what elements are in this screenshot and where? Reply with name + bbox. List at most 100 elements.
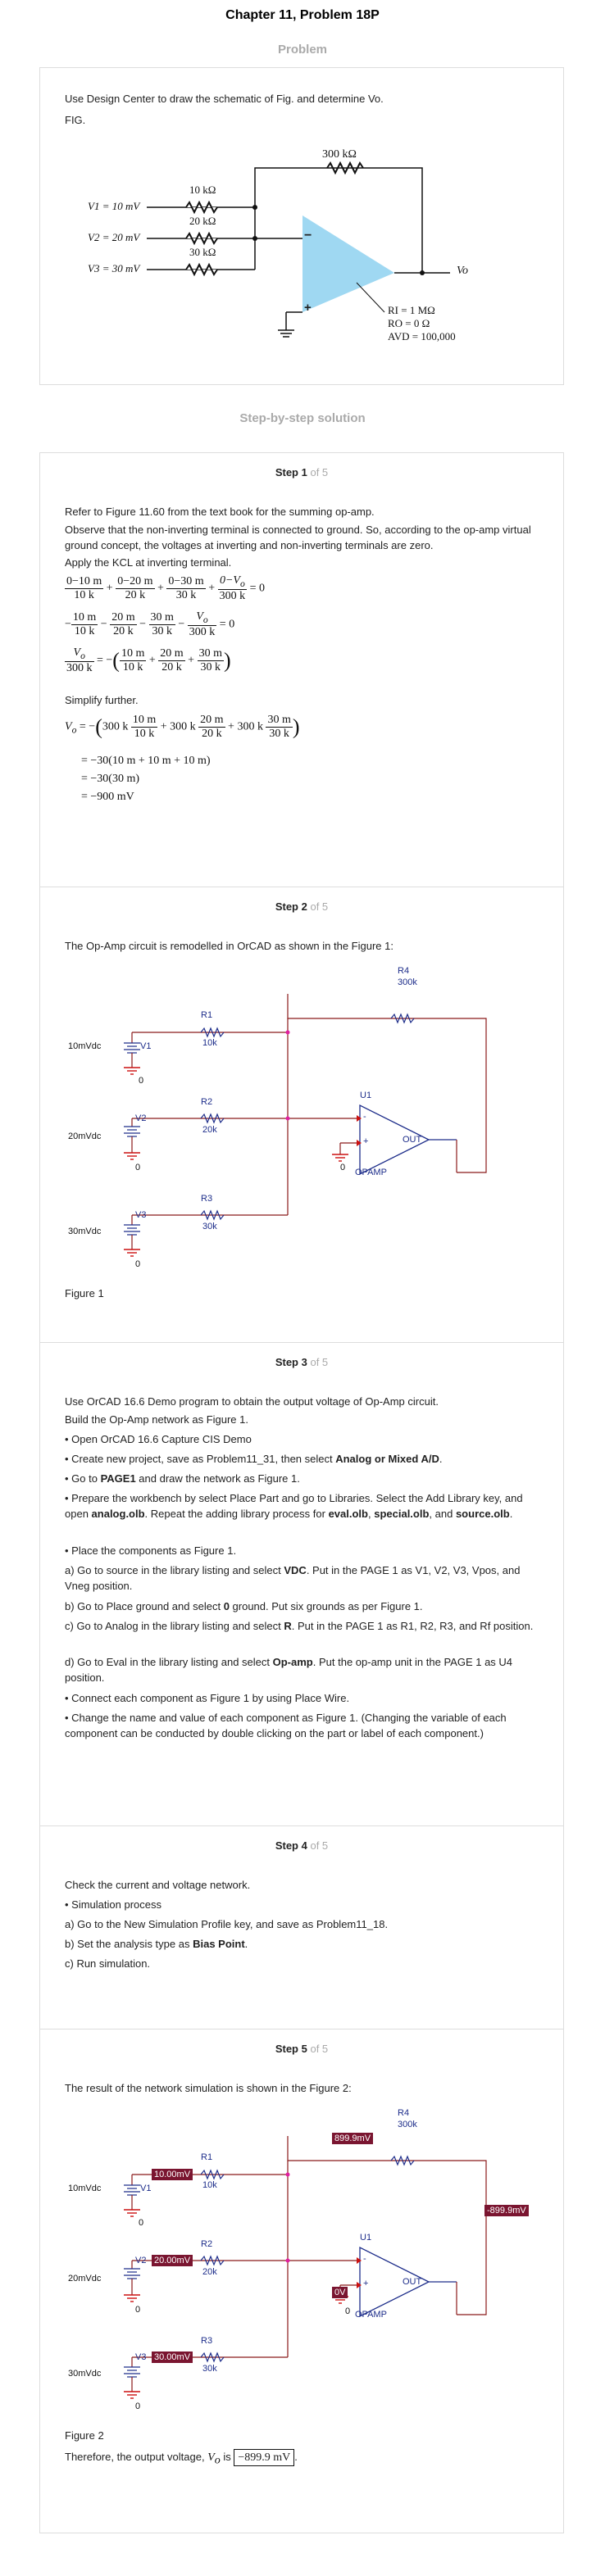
- equation-6: = −30(30 m): [81, 773, 140, 785]
- u1-name: U1: [360, 1091, 372, 1100]
- step-3-title: Step 3 of 5: [275, 1356, 329, 1368]
- plus-pin-2: +: [363, 2279, 369, 2288]
- orcad-figure-2: R4 300k R1 10k R2 20k R3 30k U1 OUT OPAM…: [40, 2095, 563, 2423]
- vo-label: Vo: [457, 265, 468, 277]
- r1-value: 10k: [202, 1038, 217, 1048]
- step-3: Step 3 of 5 Use OrCAD 16.6 Demo program …: [40, 1343, 563, 1826]
- step-5-title: Step 5 of 5: [275, 2043, 329, 2055]
- r4-value-2: 300k: [398, 2120, 417, 2129]
- step-1-p1: Refer to Figure 11.60 from the text book…: [65, 506, 375, 518]
- step-4: Step 4 of 5 Check the current and voltag…: [40, 1826, 563, 2030]
- step-3-a: a) Go to source in the library listing a…: [65, 1564, 521, 1592]
- sim-voltage-v1: 10.00mV: [152, 2169, 193, 2180]
- final-answer-line: Therefore, the output voltage, Vo is −89…: [65, 2449, 298, 2467]
- out-label: OUT: [403, 1135, 422, 1145]
- r1-name: R1: [201, 1010, 213, 1020]
- gnd-label-opamp: 0: [340, 1163, 346, 1172]
- avd-label: AVD = 100,000: [388, 330, 456, 342]
- step-2-title: Step 2 of 5: [275, 900, 329, 913]
- v2-name-2: V2: [135, 2256, 147, 2265]
- v3-value-2: 30mVdc: [68, 2369, 102, 2379]
- page-title: Chapter 11, Problem 18P: [225, 8, 380, 22]
- r1-name-2: R1: [201, 2152, 213, 2162]
- r2-name: R2: [201, 1097, 213, 1107]
- ri-label: RI = 1 MΩ: [388, 304, 435, 316]
- sim-voltage-zero: 0V: [332, 2287, 348, 2298]
- gnd-label-opamp-2: 0: [345, 2306, 351, 2316]
- r1-value-2: 10k: [202, 2180, 217, 2190]
- step-2-p1: The Op-Amp circuit is remodelled in OrCA…: [65, 940, 393, 952]
- final-answer-box: −899.9 mV: [234, 2449, 295, 2466]
- rf-label: 300 kΩ: [322, 148, 357, 161]
- opamp-triangle: [302, 215, 394, 312]
- equation-5: = −30(10 m + 10 m + 10 m): [81, 755, 211, 767]
- step-3-p1: Use OrCAD 16.6 Demo program to obtain th…: [65, 1395, 439, 1408]
- v3-name-2: V3: [135, 2352, 147, 2362]
- u1-name-2: U1: [360, 2233, 372, 2243]
- minus-sign: −: [304, 229, 312, 243]
- plus-pin: +: [363, 1136, 369, 1146]
- step-3-b: b) Go to Place ground and select 0 groun…: [65, 1600, 423, 1612]
- v1-name-2: V1: [140, 2184, 152, 2193]
- r4-name-2: R4: [398, 2108, 410, 2118]
- step-3-b5: • Place the components as Figure 1.: [65, 1544, 237, 1557]
- v2-value: 20mVdc: [68, 1132, 102, 1141]
- solution-heading: Step-by-step solution: [239, 411, 366, 425]
- step-4-c: c) Run simulation.: [65, 1957, 151, 1970]
- step-3-d: d) Go to Eval in the library listing and…: [65, 1656, 513, 1684]
- orcad-schematic-2: [124, 2136, 487, 2399]
- gnd-label-1: 0: [139, 1076, 144, 1086]
- step-5-p1: The result of the network simulation is …: [65, 2082, 352, 2094]
- step-2: Step 2 of 5 The Op-Amp circuit is remode…: [40, 887, 563, 1343]
- equation-7: = −900 mV: [81, 791, 134, 803]
- problem-statement: Use Design Center to draw the schematic …: [65, 93, 384, 105]
- gnd-label-3-2: 0: [135, 2401, 141, 2411]
- step-1-title: Step 1 of 5: [275, 466, 329, 478]
- v2-value-2: 20mVdc: [68, 2274, 102, 2283]
- v1-label: V1 = 10 mV: [88, 200, 140, 212]
- step-5: Step 5 of 5 The result of the network si…: [40, 2030, 563, 2533]
- fig-label: FIG.: [65, 114, 86, 126]
- step-1-p2: Observe that the non-inverting terminal …: [65, 524, 531, 551]
- gnd-label-1-2: 0: [139, 2218, 144, 2228]
- r4-name: R4: [398, 966, 410, 976]
- gnd-label-2-2: 0: [135, 2305, 141, 2315]
- step-4-p1: Check the current and voltage network.: [65, 1879, 251, 1891]
- step-3-b2: • Create new project, save as Problem11_…: [65, 1453, 443, 1465]
- v2-label: V2 = 20 mV: [88, 231, 140, 243]
- step-4-b: b) Set the analysis type as Bias Point.: [65, 1938, 248, 1950]
- r3-name-2: R3: [201, 2336, 213, 2346]
- sim-voltage-out: -899.9mV: [484, 2205, 529, 2216]
- r1-label: 10 kΩ: [189, 184, 216, 196]
- plus-sign: +: [304, 301, 312, 315]
- problem-heading: Problem: [277, 43, 327, 57]
- step-4-p2: • Simulation process: [65, 1898, 161, 1911]
- out-label-2: OUT: [403, 2277, 422, 2287]
- v2-name: V2: [135, 1113, 147, 1123]
- minus-pin-2: -: [363, 2254, 366, 2264]
- opamp-label: OPAMP: [355, 1168, 387, 1177]
- r4-value: 300k: [398, 977, 417, 987]
- v3-name: V3: [135, 1210, 147, 1220]
- summing-amp-figure: [147, 161, 450, 338]
- sim-voltage-v3: 30.00mV: [152, 2352, 193, 2363]
- step-3-c: c) Go to Analog in the library listing a…: [65, 1620, 534, 1632]
- r2-value: 20k: [202, 1125, 217, 1135]
- r3-value: 30k: [202, 1222, 217, 1231]
- step-3-b1: • Open OrCAD 16.6 Capture CIS Demo: [65, 1433, 252, 1445]
- v3-label: V3 = 30 mV: [88, 262, 140, 274]
- v1-value: 10mVdc: [68, 1041, 102, 1051]
- problem-card: Use Design Center to draw the schematic …: [39, 67, 564, 385]
- r2-label: 20 kΩ: [189, 215, 216, 227]
- v1-name: V1: [140, 1041, 152, 1051]
- gnd-label-2: 0: [135, 1163, 141, 1172]
- simplify-text: Simplify further.: [65, 694, 139, 706]
- figure-2-caption: Figure 2: [65, 2429, 104, 2442]
- r3-name: R3: [201, 1194, 213, 1204]
- step-3-b3: • Go to PAGE1 and draw the network as Fi…: [65, 1472, 300, 1485]
- step-1: Step 1 of 5 Refer to Figure 11.60 from t…: [40, 453, 563, 887]
- orcad-figure-1: R4 300k R1 10k R2 20k R3 30k U1 OUT OPAM…: [40, 953, 563, 1281]
